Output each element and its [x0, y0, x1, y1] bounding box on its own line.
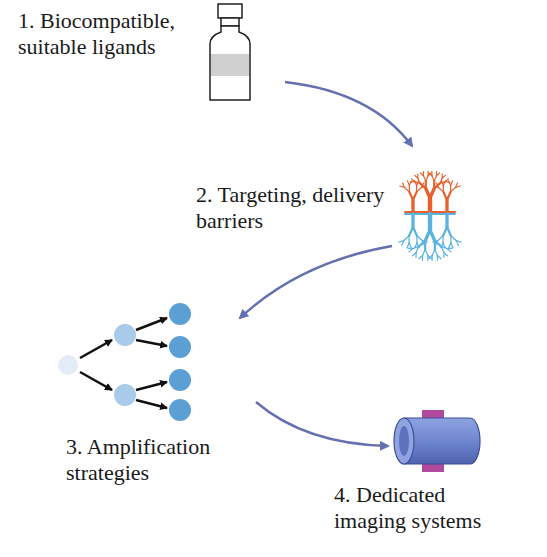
vessel-branch [415, 243, 417, 248]
vessel-branch [428, 198, 432, 212]
vessel-branch [443, 185, 444, 192]
vessel-branch [423, 176, 425, 181]
vial [210, 4, 250, 100]
vessel-branch [419, 256, 423, 259]
amplification-cascade [58, 303, 191, 421]
vessel-branch [441, 247, 444, 253]
vessel-branch [425, 181, 427, 189]
vessel-branch [441, 243, 443, 248]
step-label: 3. Amplification strategies [66, 434, 246, 486]
vessel-branch [417, 187, 422, 191]
step-label: 1. Biocompatible, suitable ligands [18, 8, 203, 60]
vessel-branch [442, 175, 445, 178]
vessel-branch [417, 174, 418, 178]
vessel-branch [438, 236, 443, 241]
vessel-branch [425, 230, 430, 241]
vessel-branch [405, 187, 410, 191]
vessel-branch [409, 181, 411, 185]
vessel-branch [423, 250, 426, 256]
vessel-branch [451, 236, 456, 241]
vessel-branch [430, 189, 434, 198]
vessel-branch [445, 200, 448, 212]
vessel-branch [426, 176, 428, 181]
vessel-branch [443, 227, 447, 236]
vessel-branch [455, 186, 460, 188]
scanner [394, 410, 480, 472]
vessel-branch [427, 256, 428, 261]
vessel-branch [423, 171, 424, 175]
vessel-branch [399, 241, 404, 243]
vessel-branch [432, 176, 434, 181]
vessel-branch [403, 183, 405, 187]
vessel-branch [437, 183, 439, 187]
vessel-branch [439, 187, 444, 191]
step-label: 2. Targeting, delivery barriers [196, 182, 386, 234]
vessel-branch [450, 236, 451, 243]
vessel-branch [428, 214, 432, 230]
vessel-branch [451, 181, 453, 185]
vessel-branch [405, 213, 455, 215]
vessel-branch [429, 256, 433, 259]
vessel-branch [417, 181, 419, 185]
vessel-branch [435, 250, 438, 256]
vessel-branch [407, 243, 409, 248]
vessel-branch [445, 214, 448, 227]
vessel-tree [399, 171, 461, 260]
vessel-branch [451, 187, 456, 191]
vessel-branch [456, 241, 458, 246]
vessel-branch [428, 173, 431, 176]
vessel-branch [433, 241, 438, 243]
vessel-branch [443, 181, 445, 185]
vessel-branch [411, 200, 414, 212]
vessel-branch [411, 214, 414, 227]
vessel-branch [425, 250, 428, 256]
vessel-branch [404, 236, 409, 241]
vessel-branch [447, 192, 451, 200]
vessel-branch [449, 243, 451, 248]
flow-arrow [240, 82, 412, 446]
vessel-branch [413, 192, 417, 200]
vessel-branch [409, 185, 410, 192]
vessel-branch [412, 253, 416, 256]
vessel-branch [417, 236, 422, 241]
vessel-branch [421, 186, 426, 188]
vessel-branch [422, 241, 424, 246]
vessel-branch [409, 227, 413, 236]
vessel-branch [416, 236, 417, 243]
vessel-branch [431, 171, 432, 175]
step-label: 4. Dedicated imaging systems [334, 482, 519, 534]
vessel-branch [432, 250, 435, 256]
vessel-branch [437, 173, 440, 176]
vessel-branch [443, 253, 444, 258]
vessel-branch [447, 249, 451, 252]
vessel-branch [434, 176, 436, 181]
vessel-branch [437, 256, 438, 261]
